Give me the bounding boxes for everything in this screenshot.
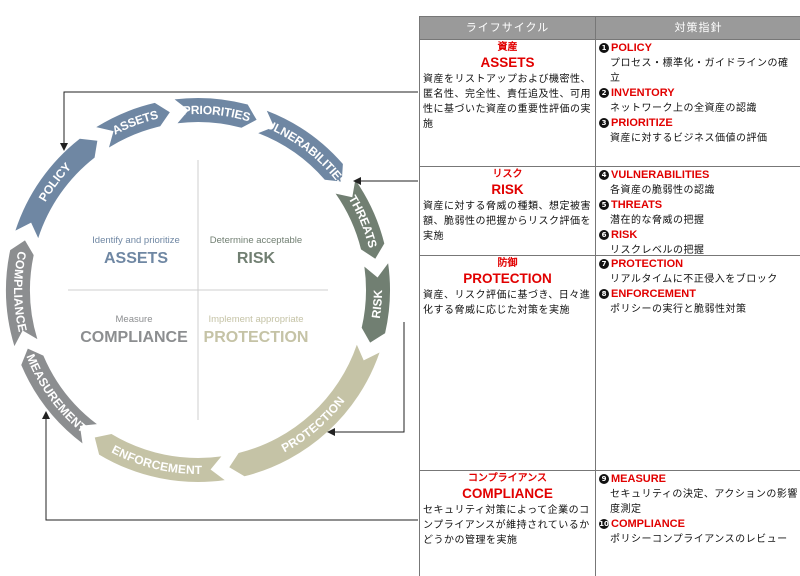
row-risk-jp-title: リスク	[492, 169, 523, 180]
policy-item-description: ポリシーコンプライアンスのレビュー	[610, 534, 788, 545]
ring-label-vulnerabilities: VULNERABILITIES	[257, 114, 350, 189]
row-assets-en-title: ASSETS	[480, 55, 535, 70]
number-badge: 10	[599, 519, 609, 529]
number-badge: 3	[599, 118, 609, 128]
quadrant-risk-title: RISK	[237, 250, 276, 267]
row-protection-jp-title: 防御	[497, 258, 518, 269]
row-protection-lifecycle-cell: 防御 PROTECTION 資産、リスク評価に基づき、日々進化する脅威に応じた対…	[420, 257, 595, 318]
connector-protection-arrow	[327, 322, 405, 436]
policy-item-description: セキュリティの決定、アクションの影響度測定	[610, 489, 798, 515]
row-protection-en-title: PROTECTION	[463, 271, 552, 286]
row-risk-lifecycle-cell: リスク RISK 資産に対する脅威の種類、想定被害額、脆弱性の把握からリスク評価…	[420, 168, 595, 244]
policy-item-title: VULNERABILITIES	[611, 169, 710, 181]
ring-segment-threats	[335, 179, 385, 259]
number-badge: 9	[599, 474, 609, 484]
ring-segment-enforcement	[94, 434, 225, 482]
quadrant-risk-subtitle: Determine acceptable	[210, 235, 302, 246]
header-lifecycle: ライフサイクル	[420, 17, 595, 39]
ring-label-risk: RISK	[369, 289, 385, 319]
number-badge: 4	[599, 170, 609, 180]
number-badge: 1	[599, 43, 609, 53]
number-badge: 2	[599, 88, 609, 98]
connector-compliance-arrow	[42, 411, 418, 521]
policy-item-title: INVENTORY	[611, 87, 675, 99]
row-protection-description: 資産、リスク評価に基づき、日々進化する脅威に応じた対策を実施	[423, 290, 591, 316]
row-divider	[420, 470, 800, 471]
policy-item-title: COMPLIANCE	[611, 518, 685, 530]
row-risk-en-title: RISK	[491, 182, 524, 197]
policy-item-title: ENFORCEMENT	[611, 288, 696, 300]
policy-item-description: ポリシーの実行と脆弱性対策	[610, 304, 747, 315]
ring-segment-protection	[229, 344, 380, 477]
policy-item-title: THREATS	[611, 199, 663, 211]
ring-label-protection: PROTECTION	[279, 394, 347, 455]
number-badge: 5	[599, 200, 609, 210]
row-assets-description: 資産をリストアップおよび機密性、匿名性、完全性、責任追及性、可用性に基づいた資産…	[423, 74, 591, 130]
row-assets-jp-title: 資産	[497, 42, 518, 53]
policy-item-description: 資産に対するビジネス価値の評価	[610, 133, 768, 144]
header-policy: 対策指針	[596, 17, 800, 39]
policy-item-title: RISK	[611, 229, 638, 241]
ring-segment-policy	[15, 138, 98, 239]
lifecycle-table: ライフサイクル 対策指針 資産 ASSETS 資産をリストアップおよび機密性、匿…	[419, 16, 800, 576]
policy-item-title: POLICY	[611, 42, 652, 54]
ring-segment-priorities	[174, 97, 257, 128]
number-badge: 6	[599, 230, 609, 240]
row-compliance-jp-title: コンプライアンス	[467, 473, 548, 484]
quadrant-compliance-subtitle: Measure	[116, 314, 153, 325]
row-assets-lifecycle-cell: 資産 ASSETS 資産をリストアップおよび機密性、匿名性、完全性、責任追及性、…	[420, 41, 595, 132]
policy-item-title: PROTECTION	[611, 258, 684, 270]
policy-item-description: 潜在的な脅威の把握	[610, 215, 705, 226]
column-divider	[595, 17, 596, 576]
quadrant-protection-subtitle: Implement appropriate	[208, 314, 303, 325]
row-compliance-lifecycle-cell: コンプライアンス COMPLIANCE セキュリティ対策によって企業のコンプライ…	[420, 472, 595, 548]
ring-segment-assets	[96, 102, 170, 148]
ring-segment-measurement	[21, 348, 97, 444]
policy-item-description: 各資産の脆弱性の認識	[610, 185, 715, 196]
number-badge: 7	[599, 259, 609, 269]
ring-label-measurement: MEASUREMENT	[23, 352, 89, 436]
policy-item-description: プロセス・標準化・ガイドラインの確立	[610, 58, 789, 84]
row-compliance-en-title: COMPLIANCE	[462, 486, 553, 501]
ring-segment-compliance	[6, 240, 38, 347]
ring-segment-risk	[361, 263, 390, 343]
policy-item-title: PRIORITIZE	[611, 117, 673, 129]
connector-assets-arrow	[60, 91, 418, 151]
number-badge: 8	[599, 289, 609, 299]
quadrant-assets-title: ASSETS	[104, 250, 168, 267]
ring-label-compliance: COMPLIANCE	[11, 250, 30, 333]
ring-segment-vulnerabilities	[258, 110, 343, 182]
quadrant-assets-subtitle: Identify and prioritize	[92, 235, 180, 246]
row-divider	[420, 255, 800, 256]
quadrant-compliance-title: COMPLIANCE	[80, 329, 188, 346]
policy-item-description: リスクレベルの把握	[610, 245, 705, 256]
policy-item-description: リアルタイムに不正侵入をブロック	[610, 274, 778, 285]
policy-item-title: MEASURE	[611, 473, 667, 485]
row-risk-description: 資産に対する脅威の種類、想定被害額、脆弱性の把握からリスク評価を実施	[423, 201, 591, 242]
row-divider	[420, 39, 800, 40]
policy-item-description: ネットワーク上の全資産の認識	[610, 103, 757, 114]
row-compliance-description: セキュリティ対策によって企業のコンプライアンスが維持されているかどうかの管理を実…	[423, 505, 590, 546]
row-divider	[420, 166, 800, 167]
quadrant-protection-title: PROTECTION	[204, 329, 309, 346]
